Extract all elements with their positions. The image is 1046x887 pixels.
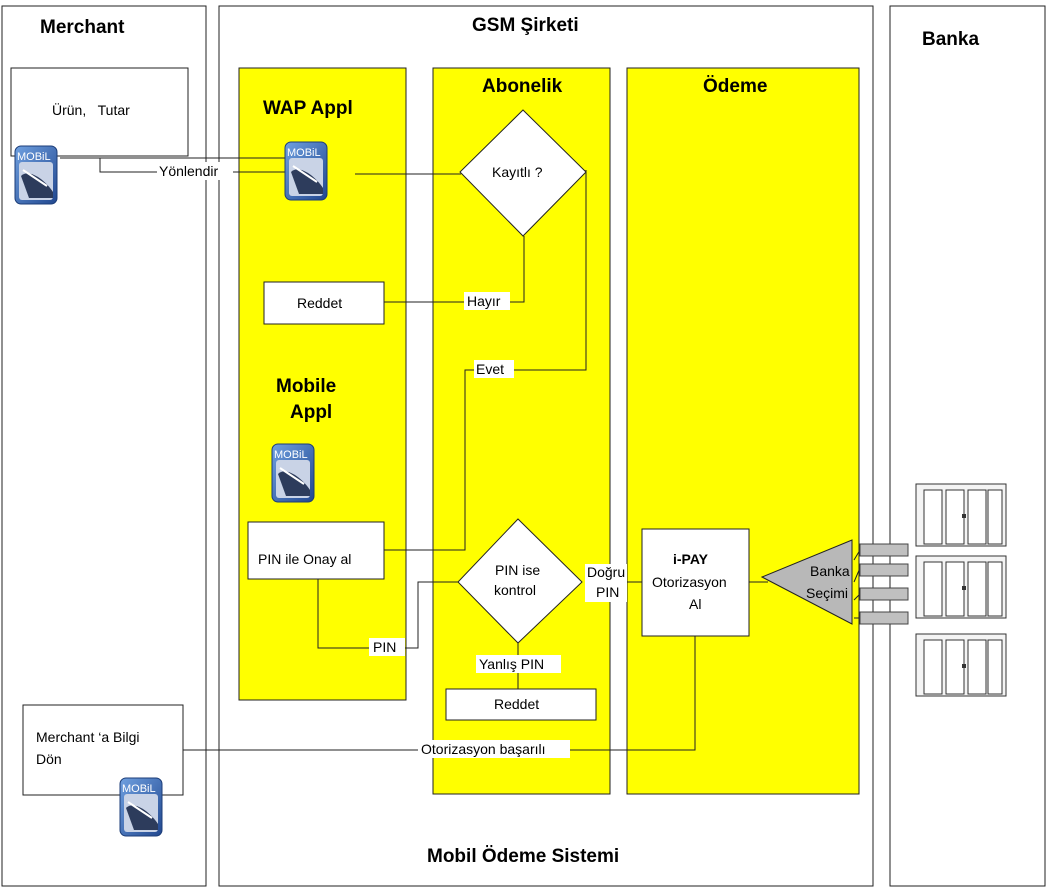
wap-phone-icon: MOBiL [284, 141, 328, 201]
pin-kontrol-line2: kontrol [494, 582, 536, 598]
bank-connector-bars [859, 543, 909, 625]
pin-kontrol-line1: PIN ise [495, 562, 540, 578]
merchant-lane-title: Merchant [40, 17, 125, 38]
odeme-sublane-title: Ödeme [703, 76, 767, 97]
phone-icon-label: MOBiL [122, 783, 156, 795]
kayitli-decision [459, 109, 587, 237]
edge-label-dogru-2: PIN [596, 584, 619, 600]
mobile-phone-icon: MOBiL [271, 443, 315, 503]
ipay-title: i-PAY [673, 551, 709, 567]
phone-icon-label: MOBiL [287, 147, 321, 159]
edge-pin [317, 579, 462, 649]
phone-icon-label: MOBiL [274, 449, 308, 461]
ipay-line1: Otorizasyon [652, 574, 727, 590]
edge-hayir [384, 236, 525, 303]
wap-sublane-title: WAP Appl [263, 98, 353, 119]
banka-lane-title: Banka [922, 29, 979, 50]
reddet-bottom-label: Reddet [494, 696, 539, 712]
edge-label-pin: PIN [373, 639, 396, 655]
banka-secimi-line1: Banka [810, 563, 850, 579]
phone-icon-label: MOBiL [17, 151, 51, 163]
abonelik-sublane-title: Abonelik [482, 76, 563, 97]
kayitli-label: Kayıtlı ? [492, 164, 543, 180]
edge-label-otorizasyon: Otorizasyon başarılı [421, 741, 546, 757]
banka-lane [889, 5, 1046, 887]
pin-kontrol-decision [457, 518, 583, 644]
edge-label-yanlis-pin: Yanlış PIN [479, 656, 544, 672]
ipay-box [641, 528, 750, 637]
edge-evet [384, 170, 587, 551]
pin-onay-box [247, 521, 385, 580]
urun-tutar-box [10, 67, 189, 157]
merchant-info-line1: Merchant ‘a Bilgi [36, 729, 140, 745]
reddet-top-label: Reddet [297, 295, 342, 311]
pin-onay-label: PIN ile Onay al [258, 551, 351, 567]
reddet-top-box [263, 281, 385, 325]
urun-tutar-label: Ürün, Tutar [52, 101, 130, 118]
merchant-phone-icon: MOBiL [14, 145, 58, 205]
edge-label-dogru-1: Doğru [587, 564, 625, 580]
mobile-appl-title-1: Mobile [276, 376, 336, 397]
reddet-bottom-box [445, 688, 597, 721]
footer-title: Mobil Ödeme Sistemi [427, 846, 619, 867]
odeme-sublane [626, 67, 860, 795]
banka-secimi-shape [760, 539, 853, 625]
bank-server-icon [915, 555, 1007, 619]
merchant-info-line2: Dön [36, 751, 62, 767]
edge-otorizasyon [183, 636, 696, 751]
bank-server-icon [915, 633, 1007, 697]
gsm-lane-title: GSM Şirketi [472, 15, 579, 36]
ipay-line2: Al [689, 596, 701, 612]
edge-label-evet: Evet [476, 361, 504, 377]
mobile-appl-title-2: Appl [290, 402, 332, 423]
bank-server-icon [915, 483, 1007, 547]
banka-secimi-line2: Seçimi [806, 585, 848, 601]
edge-banka-servers [853, 549, 861, 561]
edge-label-hayir: Hayır [467, 293, 501, 309]
edge-label-yonlendir: Yönlendir [159, 163, 218, 179]
merchant-info-phone-icon: MOBiL [119, 777, 163, 837]
